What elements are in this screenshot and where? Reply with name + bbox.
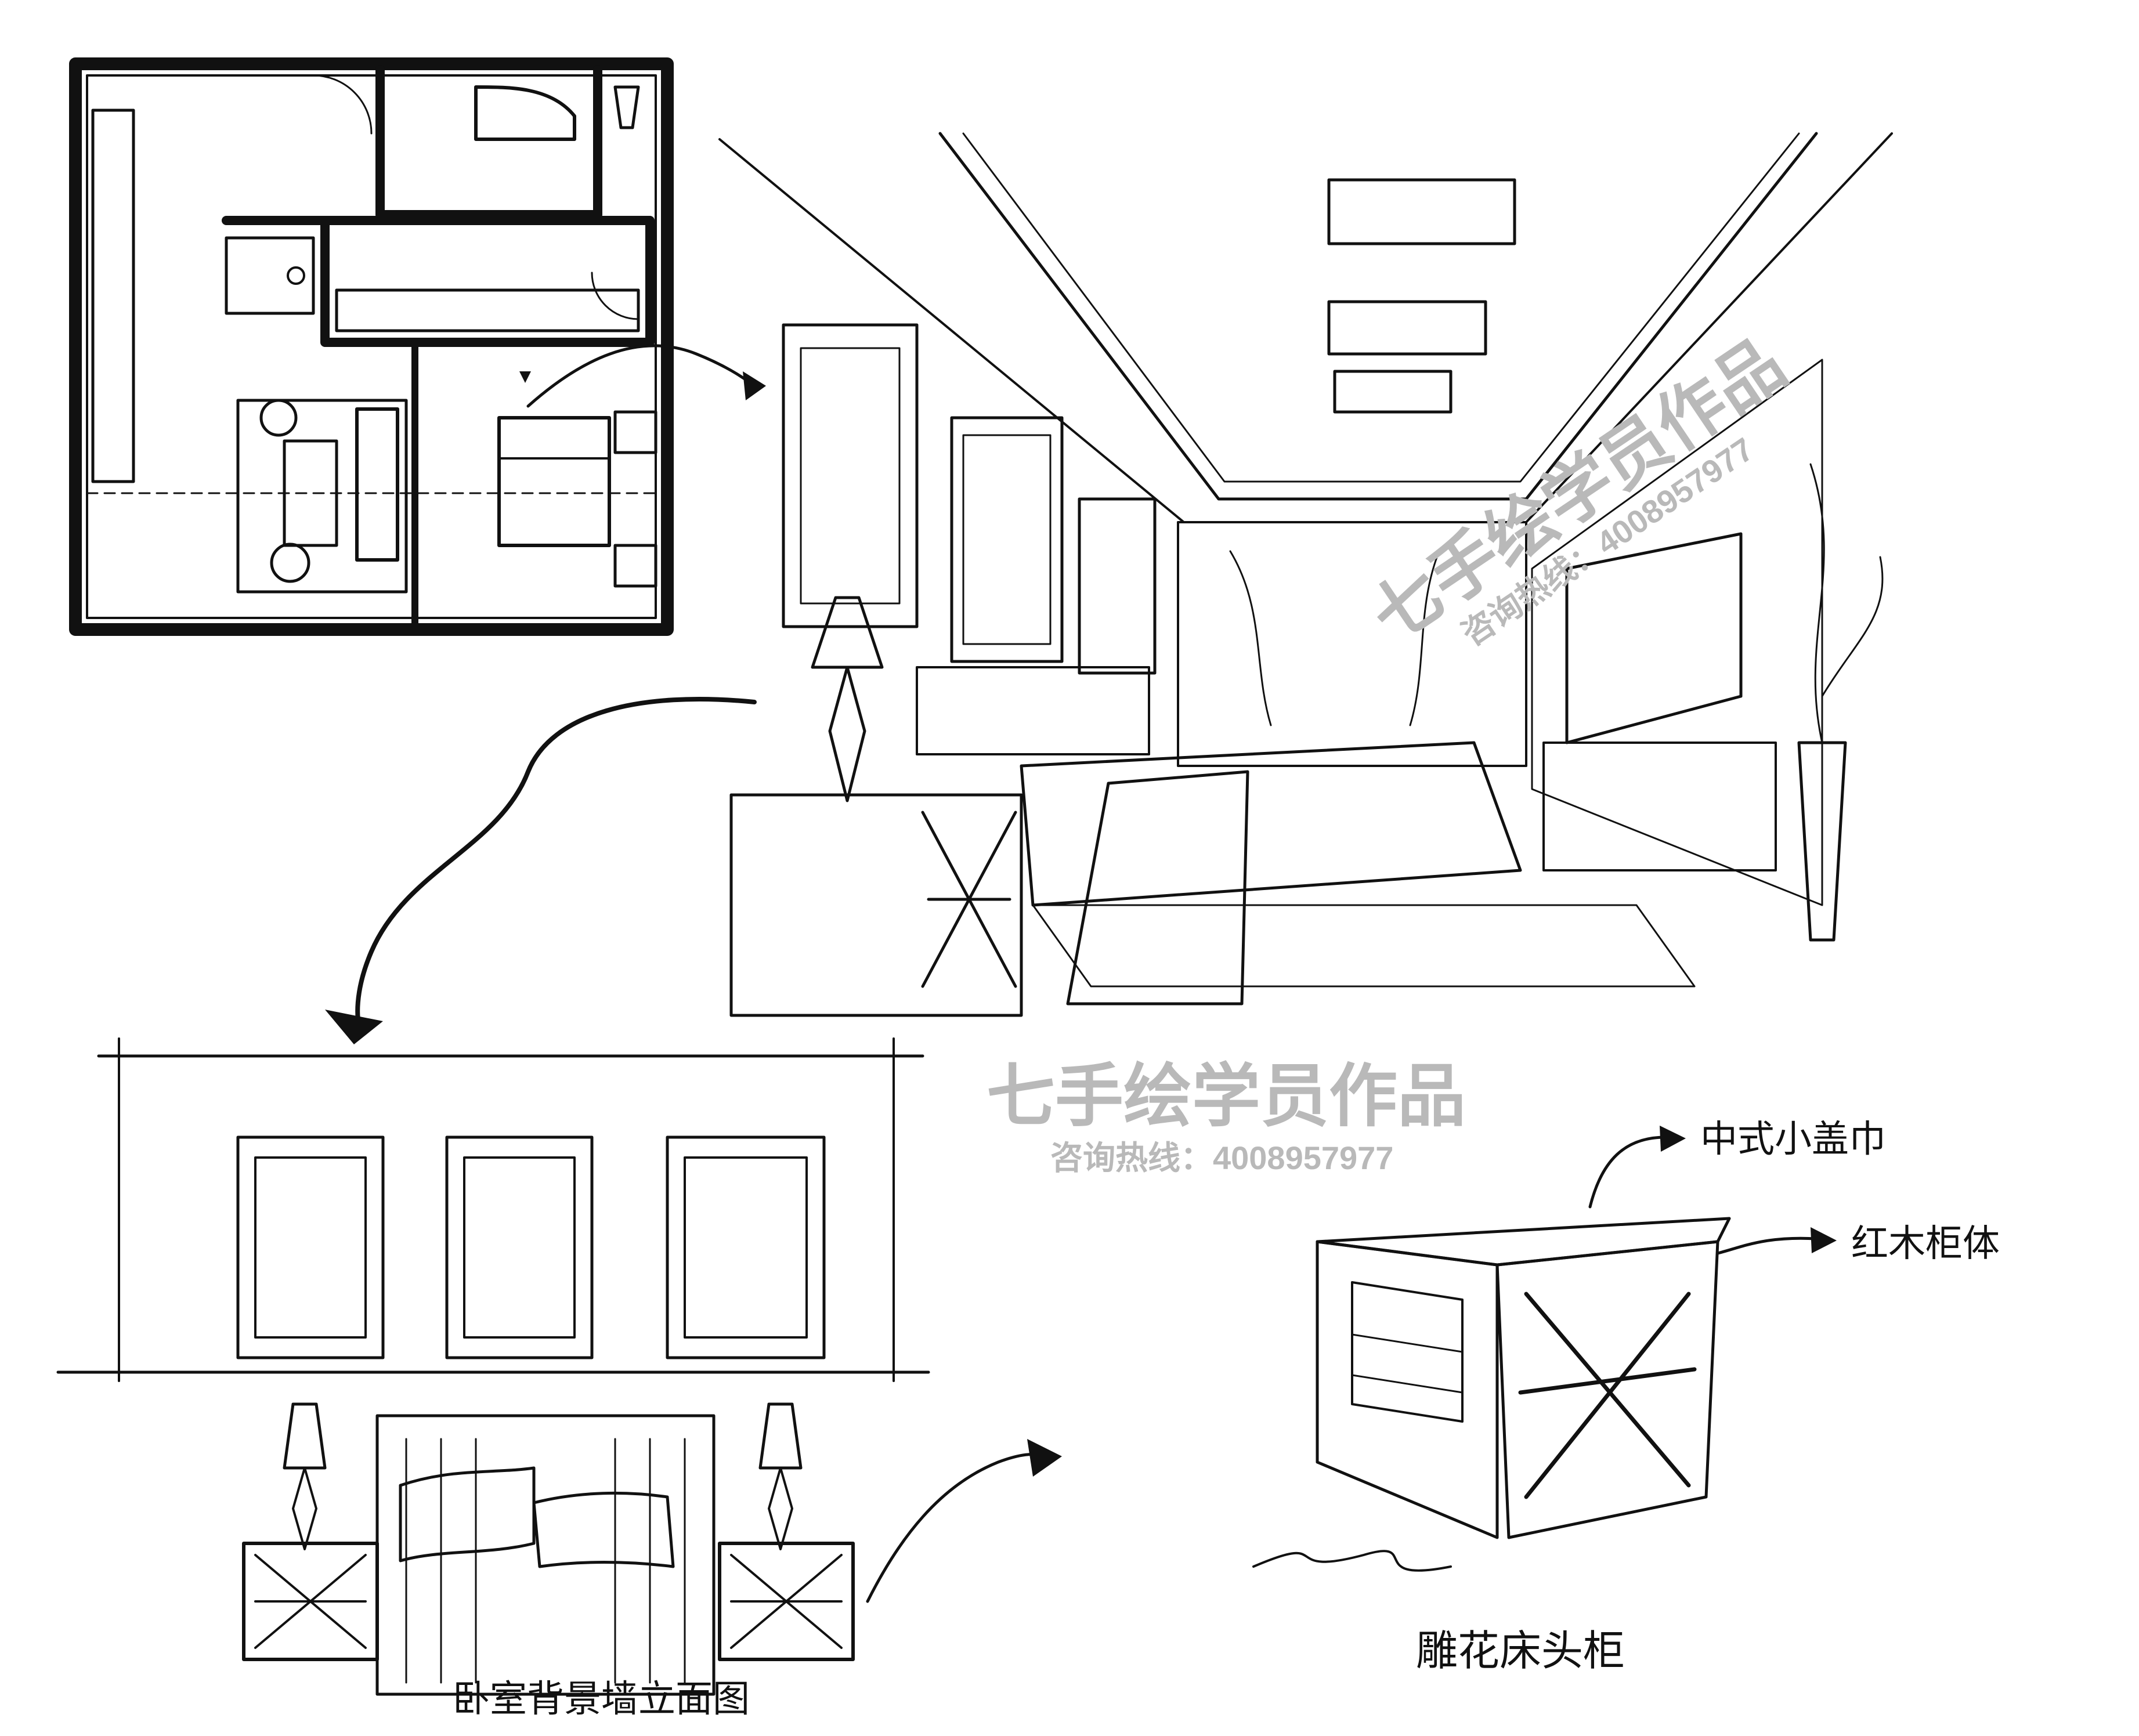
arrow-body-label	[1716, 1236, 1818, 1255]
plan-bathtub	[474, 85, 576, 141]
body-label: 红木柜体	[1851, 1223, 2000, 1265]
elevation-nightstand-right	[718, 1542, 855, 1661]
tv-panel	[1565, 532, 1743, 744]
elevation-pillow-1	[399, 1466, 536, 1563]
rug	[1032, 904, 1696, 988]
plan-sofa	[355, 407, 399, 562]
wall-frame-1	[782, 323, 919, 628]
plan-living-area	[236, 399, 408, 594]
perspective-headboard	[916, 666, 1150, 755]
curtain-right	[1409, 550, 1440, 726]
cabinet-side	[1495, 1240, 1719, 1539]
potted-plant	[1797, 741, 1847, 942]
cabinet-caption: 雕花床头柜	[1416, 1626, 1625, 1675]
arrow-cover-label	[1588, 1135, 1667, 1209]
perspective-sketch	[718, 132, 1893, 1017]
plan-bed	[497, 416, 611, 547]
cabinet-top-cover	[1316, 1217, 1731, 1267]
plan-armchair-2	[270, 542, 310, 583]
ceiling-cove	[938, 132, 1818, 501]
curtain-left	[1229, 550, 1272, 726]
diagonal-watermark: 七手绘学员作品 咨询热线：4008957977	[1358, 325, 1799, 656]
elevation-lamp-left	[283, 1402, 327, 1470]
perspective-bed	[1020, 741, 1522, 907]
plan-coffee-table	[283, 439, 338, 547]
plan-wall-bath	[375, 65, 602, 219]
elevation-caption: 卧室背景墙立面图	[453, 1678, 750, 1721]
wall-frame-3	[1078, 497, 1157, 675]
plan-armchair-1	[259, 399, 298, 437]
plan-toilet	[613, 85, 640, 129]
plan-wardrobe	[91, 108, 135, 483]
elevation-lamp-right	[758, 1402, 803, 1470]
plan-kitchen-counter	[335, 288, 640, 332]
bed-runner	[1066, 770, 1249, 1006]
perspective-nightstand	[729, 793, 1023, 1017]
arrow-to-cabinet	[866, 1452, 1046, 1603]
back-wall	[1177, 521, 1527, 767]
arrow-to-elevation	[355, 697, 757, 1029]
arrow-plan-to-perspective	[526, 344, 756, 408]
wall-frame-2	[950, 416, 1064, 663]
cabinet-detail	[1252, 1217, 1731, 1572]
center-watermark: 七手绘学员作品 咨询热线：4008957977	[987, 1058, 1466, 1176]
tv-console	[1542, 742, 1777, 871]
elevation-frames	[236, 1135, 826, 1359]
watermark-hotline: 咨询热线：4008957977	[1050, 1140, 1393, 1176]
plan-wall-kitchen	[222, 216, 655, 347]
plan-view-marker	[519, 371, 531, 383]
cover-label: 中式小盖巾	[1700, 1118, 1886, 1161]
diagonal-watermark-title: 七手绘学员作品	[1358, 325, 1799, 656]
cabinet-lattice	[1518, 1292, 1697, 1499]
cabinet-shadow	[1252, 1550, 1452, 1572]
plan-nightstand-1	[613, 410, 657, 454]
arrow-head-1	[743, 371, 766, 400]
plan-door-swing-1	[312, 74, 373, 135]
plan-dining-table	[225, 236, 315, 315]
arrow-head-3	[1027, 1439, 1062, 1477]
ceiling-light-strips	[1327, 178, 1516, 414]
cabinet-front	[1316, 1240, 1499, 1539]
plan-nightstand-2	[613, 544, 657, 588]
plan-door-swing-2	[591, 272, 639, 320]
watermark-title: 七手绘学员作品	[987, 1058, 1466, 1135]
right-wall-panel	[1531, 359, 1823, 906]
elevation-drawing	[56, 1037, 930, 1696]
arrow-head-2	[325, 1010, 383, 1044]
plan-lamp-symbol	[287, 266, 305, 285]
floor-plan	[69, 57, 674, 636]
elevation-pillow-2	[532, 1491, 675, 1568]
elevation-nightstand-left	[242, 1542, 379, 1661]
bedside-lamp	[811, 596, 884, 669]
